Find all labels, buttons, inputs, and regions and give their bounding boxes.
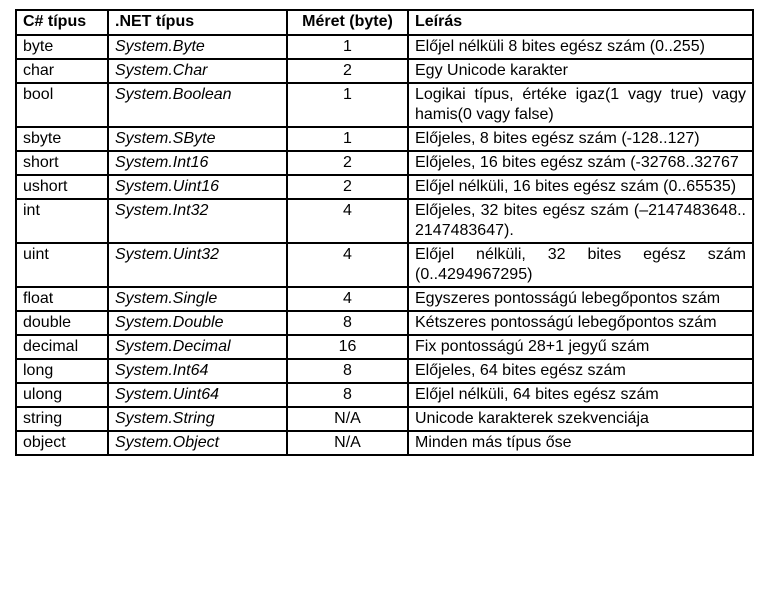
size-cell: 1 xyxy=(286,82,409,128)
description-cell: Előjeles, 8 bites egész szám (-128..127) xyxy=(407,126,754,152)
description-cell: Egy Unicode karakter xyxy=(407,58,754,84)
cs-type-cell: float xyxy=(15,286,109,312)
size-cell: 8 xyxy=(286,358,409,384)
description-cell: Előjel nélküli, 32 bites egész szám (0..… xyxy=(407,242,754,288)
description-cell: Előjeles, 64 bites egész szám xyxy=(407,358,754,384)
header-row: C# típus .NET típus Méret (byte) Leírás xyxy=(15,9,754,36)
size-cell: 8 xyxy=(286,382,409,408)
description-cell: Kétszeres pontosságú lebegőpontos szám xyxy=(407,310,754,336)
description-cell: Előjel nélküli, 64 bites egész szám xyxy=(407,382,754,408)
cs-type-cell: uint xyxy=(15,242,109,288)
description-cell: Unicode karakterek szekvenciája xyxy=(407,406,754,432)
size-cell: N/A xyxy=(286,430,409,456)
net-type-cell: System.Int64 xyxy=(107,358,288,384)
table-header: C# típus .NET típus Méret (byte) Leírás xyxy=(15,9,754,36)
size-cell: 1 xyxy=(286,34,409,60)
net-type-cell: System.Char xyxy=(107,58,288,84)
description-cell: Minden más típus őse xyxy=(407,430,754,456)
net-type-cell: System.Single xyxy=(107,286,288,312)
size-cell: 16 xyxy=(286,334,409,360)
cs-type-cell: bool xyxy=(15,82,109,128)
size-cell: N/A xyxy=(286,406,409,432)
size-cell: 2 xyxy=(286,174,409,200)
cs-type-cell: int xyxy=(15,198,109,244)
header-size: Méret (byte) xyxy=(286,9,409,36)
header-net-type: .NET típus xyxy=(107,9,288,36)
cs-type-cell: string xyxy=(15,406,109,432)
size-cell: 4 xyxy=(286,242,409,288)
description-cell: Egyszeres pontosságú lebegőpontos szám xyxy=(407,286,754,312)
net-type-cell: System.Uint16 xyxy=(107,174,288,200)
header-cs-type: C# típus xyxy=(15,9,109,36)
cs-type-cell: decimal xyxy=(15,334,109,360)
cs-type-cell: long xyxy=(15,358,109,384)
net-type-cell: System.Byte xyxy=(107,34,288,60)
data-types-table: C# típus .NET típus Méret (byte) Leírás … xyxy=(15,9,754,456)
description-cell: Előjeles, 32 bites egész szám (–21474836… xyxy=(407,198,754,244)
net-type-cell: System.Object xyxy=(107,430,288,456)
cs-type-cell: char xyxy=(15,58,109,84)
net-type-cell: System.Boolean xyxy=(107,82,288,128)
description-cell: Logikai típus, értéke igaz(1 vagy true) … xyxy=(407,82,754,128)
description-cell: Fix pontosságú 28+1 jegyű szám xyxy=(407,334,754,360)
cs-type-cell: byte xyxy=(15,34,109,60)
description-cell: Előjeles, 16 bites egész szám (-32768..3… xyxy=(407,150,754,176)
cs-type-cell: ulong xyxy=(15,382,109,408)
size-cell: 4 xyxy=(286,198,409,244)
cs-type-cell: sbyte xyxy=(15,126,109,152)
size-cell: 1 xyxy=(286,126,409,152)
size-cell: 8 xyxy=(286,310,409,336)
size-cell: 2 xyxy=(286,150,409,176)
net-type-cell: System.Uint64 xyxy=(107,382,288,408)
net-type-cell: System.Int16 xyxy=(107,150,288,176)
net-type-cell: System.String xyxy=(107,406,288,432)
net-type-cell: System.Double xyxy=(107,310,288,336)
size-cell: 4 xyxy=(286,286,409,312)
cs-type-cell: double xyxy=(15,310,109,336)
cs-type-cell: short xyxy=(15,150,109,176)
cs-type-cell: object xyxy=(15,430,109,456)
net-type-cell: System.Int32 xyxy=(107,198,288,244)
net-type-cell: System.SByte xyxy=(107,126,288,152)
size-cell: 2 xyxy=(286,58,409,84)
header-description: Leírás xyxy=(407,9,754,36)
description-cell: Előjel nélküli 8 bites egész szám (0..25… xyxy=(407,34,754,60)
net-type-cell: System.Uint32 xyxy=(107,242,288,288)
description-cell: Előjel nélküli, 16 bites egész szám (0..… xyxy=(407,174,754,200)
cs-type-cell: ushort xyxy=(15,174,109,200)
net-type-cell: System.Decimal xyxy=(107,334,288,360)
